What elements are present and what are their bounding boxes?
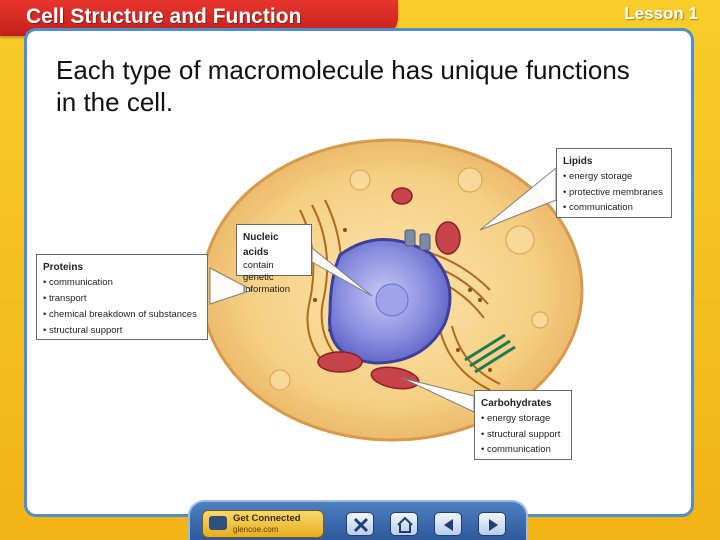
carbs-item: structural support: [481, 427, 565, 443]
next-icon: [489, 519, 498, 531]
get-connected-button[interactable]: Get Connected glencoe.com: [202, 510, 324, 538]
home-button[interactable]: [390, 512, 418, 536]
previous-button[interactable]: [434, 512, 462, 536]
callout-proteins: Proteins communication transport chemica…: [36, 254, 208, 340]
mitochondria: [317, 187, 461, 390]
slide-statement: Each type of macromolecule has unique fu…: [56, 55, 630, 117]
callout-pointers: [209, 166, 557, 413]
previous-icon: [444, 519, 453, 531]
centrioles: [404, 229, 431, 251]
site-label: glencoe.com: [233, 525, 279, 534]
home-icon: [397, 516, 413, 533]
proteins-item: communication: [43, 275, 201, 291]
callout-nucleic-title: Nucleic acids: [243, 232, 279, 258]
slide-title: Cell Structure and Function: [26, 5, 302, 28]
nucleolus: [375, 283, 409, 317]
nucleic-line: contain genetic: [243, 260, 274, 283]
callout-nucleic-acids: Nucleic acids contain genetic informatio…: [236, 224, 312, 295]
golgi-apparatus: [464, 333, 516, 374]
navigation-bar: Get Connected glencoe.com: [188, 500, 528, 540]
callout-proteins-title: Proteins: [43, 262, 84, 273]
close-button[interactable]: [346, 512, 374, 536]
close-icon: [353, 517, 369, 533]
callout-lipids: Lipids energy storage protective membran…: [556, 148, 672, 218]
lipids-item: protective membranes: [563, 185, 665, 201]
proteins-item: chemical breakdown of substances: [43, 307, 201, 323]
proteins-item: structural support: [43, 323, 201, 339]
callout-lipids-title: Lipids: [563, 156, 593, 167]
lipids-item: energy storage: [563, 169, 665, 185]
proteins-item: transport: [43, 291, 201, 307]
carbs-item: communication: [481, 442, 565, 458]
lipids-item: communication: [563, 200, 665, 216]
get-connected-label: Get Connected: [233, 513, 301, 524]
callout-carbohydrates: Carbohydrates energy storage structural …: [474, 390, 572, 460]
computer-icon: [209, 516, 227, 530]
lesson-label: Lesson 1: [624, 4, 698, 23]
callout-carbs-title: Carbohydrates: [481, 398, 552, 409]
nucleic-line: information: [243, 284, 290, 295]
next-button[interactable]: [478, 512, 506, 536]
carbs-item: energy storage: [481, 411, 565, 427]
